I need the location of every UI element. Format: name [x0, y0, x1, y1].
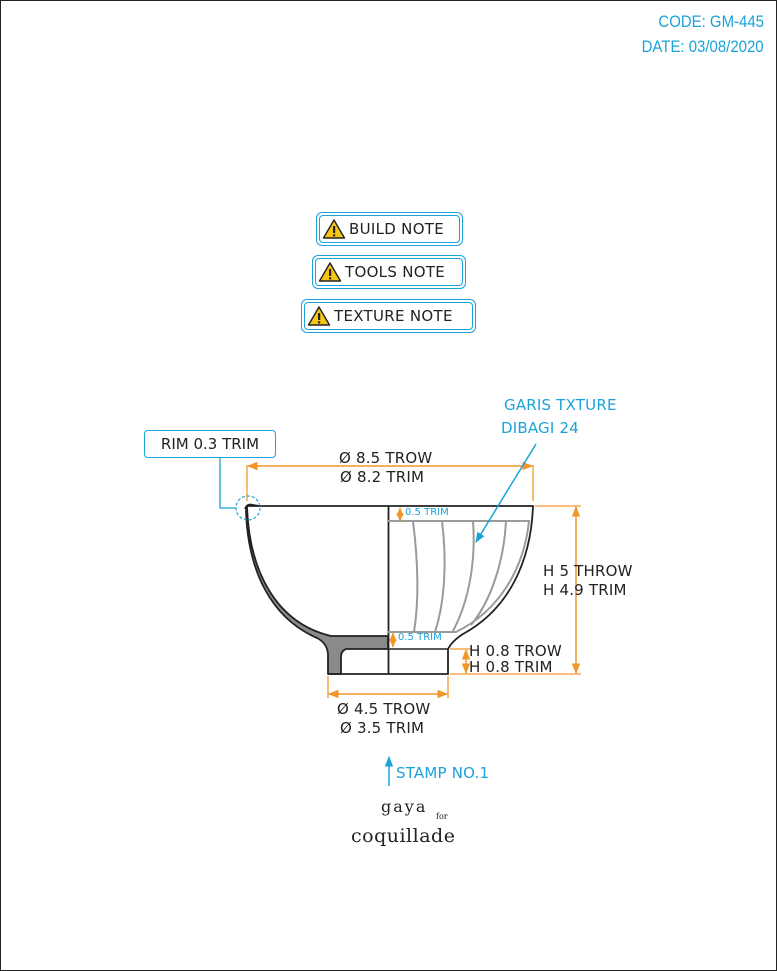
bowl-outline — [247, 505, 534, 675]
rim-top-cap — [244, 503, 260, 510]
drawing-code: CODE: GM-445 — [658, 12, 764, 31]
brand-line2: coquillade — [351, 825, 456, 847]
top-dia-throw-label: Ø 8.5 TROW — [339, 449, 433, 467]
tools-note-label: TOOLS NOTE — [345, 263, 446, 281]
height-throw-label: H 5 THROW — [543, 562, 633, 580]
rim-callout-box: RIM 0.3 TRIM — [144, 430, 276, 458]
wall-trim-bottom-label: 0.5 TRIM — [398, 632, 442, 643]
stamp-callout-label: STAMP NO.1 — [396, 764, 490, 782]
texture-lines — [412, 520, 507, 633]
height-trim-label: H 4.9 TRIM — [543, 581, 627, 599]
build-note-button[interactable]: BUILD NOTE — [316, 212, 463, 246]
warning-icon — [322, 219, 346, 239]
texture-callout-line1: GARIS TXTURE — [504, 396, 617, 414]
drawing-date: DATE: 03/08/2020 — [642, 37, 764, 56]
bowl-wall-section — [245, 505, 389, 675]
wall-trim-top-label: 0.5 TRIM — [405, 507, 449, 518]
top-dia-trim-label: Ø 8.2 TRIM — [340, 468, 425, 486]
foot-dia-throw-label: Ø 4.5 TROW — [337, 700, 431, 718]
brand-for: for — [436, 812, 448, 821]
foot-height-throw-label: H 0.8 TROW — [469, 642, 562, 660]
warning-icon — [318, 262, 342, 282]
texture-note-label: TEXTURE NOTE — [334, 307, 453, 325]
rim-callout-label: RIM 0.3 TRIM — [160, 435, 260, 453]
tools-note-button[interactable]: TOOLS NOTE — [312, 255, 466, 289]
texture-callout-line2: DIBAGI 24 — [501, 419, 579, 437]
foot-dia-trim-label: Ø 3.5 TRIM — [340, 719, 425, 737]
warning-icon — [307, 306, 331, 326]
build-note-label: BUILD NOTE — [349, 220, 445, 238]
texture-inner-boundary — [388, 520, 531, 633]
foot-height-trim-label: H 0.8 TRIM — [469, 658, 553, 676]
brand-line1: gaya — [381, 797, 428, 816]
texture-note-button[interactable]: TEXTURE NOTE — [301, 299, 476, 333]
rim-leader-line — [219, 458, 236, 509]
texture-leader-line — [475, 443, 537, 543]
